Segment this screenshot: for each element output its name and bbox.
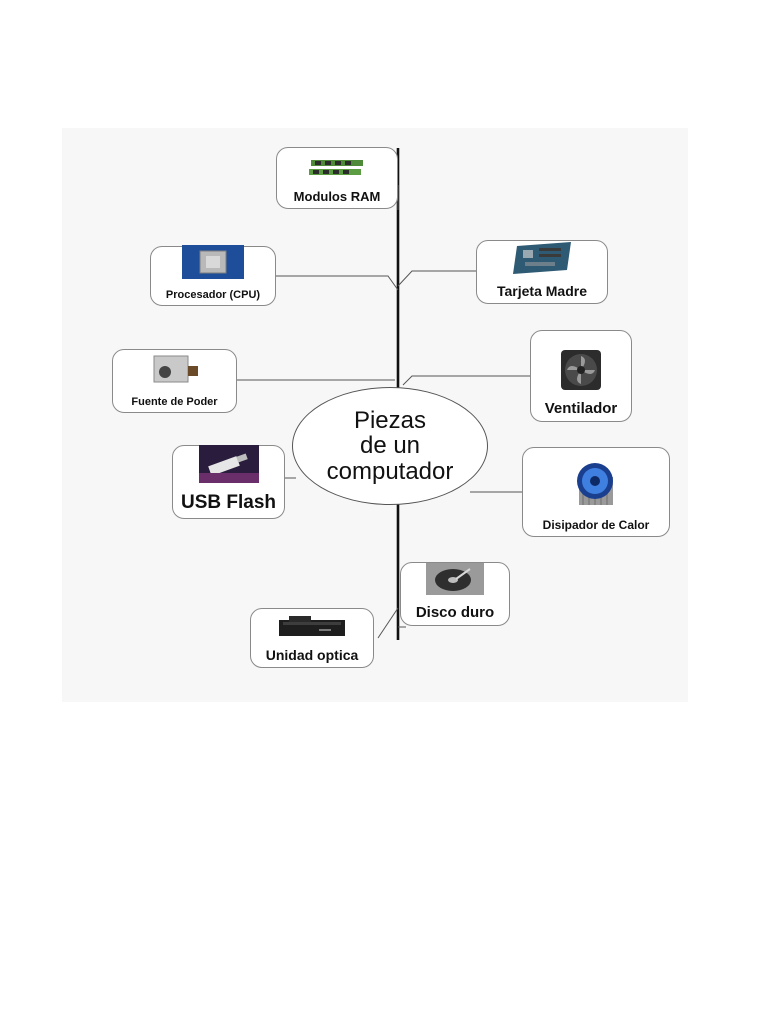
node-optical-drive: Unidad optica — [250, 608, 374, 668]
connector-cpu — [276, 275, 399, 291]
usb-flash-icon — [198, 445, 259, 488]
node-ram-label: Modulos RAM — [293, 188, 381, 204]
node-cpu-label: Procesador (CPU) — [165, 288, 261, 301]
node-hard-disk: Disco duro — [400, 562, 510, 626]
node-usb-flash: USB Flash — [172, 445, 285, 519]
motherboard-icon — [511, 241, 573, 279]
node-motherboard-label: Tarjeta Madre — [497, 282, 587, 299]
connector-fan — [402, 375, 530, 386]
optical-drive-icon — [279, 615, 345, 643]
connector-mb — [397, 270, 476, 287]
power-supply-icon — [150, 352, 200, 391]
hard-disk-icon — [426, 562, 484, 600]
ram-module-icon — [307, 158, 367, 185]
connector-optical — [377, 607, 399, 639]
node-hard-disk-label: Disco duro — [415, 603, 495, 621]
fan-icon — [560, 349, 602, 396]
node-heatsink-label: Disipador de Calor — [542, 517, 650, 532]
node-fan-label: Ventilador — [544, 399, 618, 417]
cpu-chip-icon — [182, 244, 244, 284]
node-cpu: Procesador (CPU) — [150, 244, 276, 306]
center-topic-title: Piezas de un computador — [326, 407, 454, 485]
node-fan: Ventilador — [530, 330, 632, 422]
node-optical-drive-label: Unidad optica — [265, 646, 359, 663]
node-heatsink: Disipador de Calor — [522, 447, 670, 537]
heatsink-icon — [573, 459, 619, 514]
node-ram: Modulos RAM — [276, 147, 398, 209]
center-topic: Piezas de un computador — [292, 387, 488, 505]
node-usb-flash-label: USB Flash — [180, 492, 277, 514]
node-power-supply: Fuente de Poder — [112, 349, 237, 413]
node-power-supply-label: Fuente de Poder — [131, 395, 218, 408]
node-motherboard: Tarjeta Madre — [476, 240, 608, 304]
